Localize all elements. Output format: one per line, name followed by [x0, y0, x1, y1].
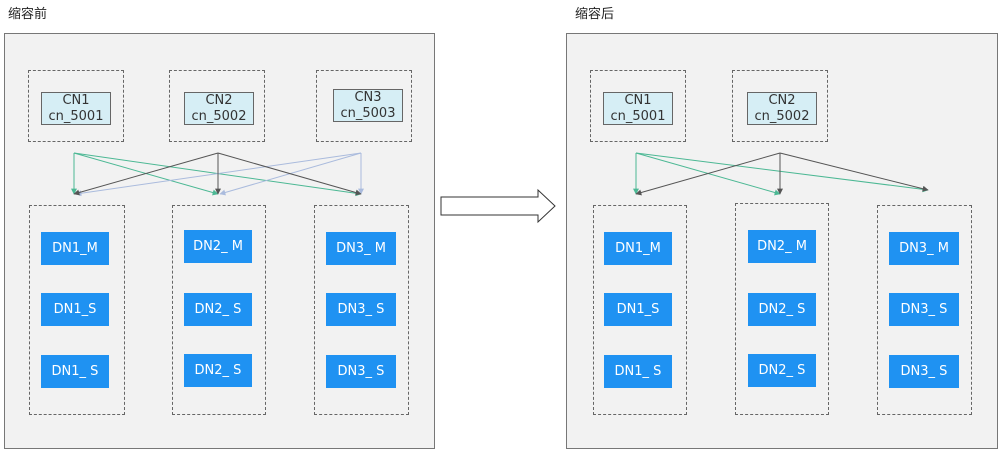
dn-node: DN2_ S	[184, 354, 252, 387]
dn-node: DN2_ M	[748, 230, 816, 263]
dn-node: DN1_S	[604, 293, 672, 326]
after-cn1-group: CN1 cn_5001	[590, 70, 686, 142]
before-cn3-node: CN3 cn_5003	[333, 89, 403, 122]
cn-port: cn_5002	[191, 108, 247, 124]
cn-port: cn_5002	[754, 108, 810, 124]
dn-node: DN1_S	[41, 293, 109, 326]
dn-node: DN3_ M	[889, 232, 959, 265]
cn-name: CN1	[624, 92, 652, 108]
cn-name: CN2	[205, 92, 233, 108]
before-dn3-group: DN3_ M DN3_ S DN3_ S	[314, 205, 409, 415]
dn-node: DN1_M	[41, 232, 109, 265]
cn-name: CN3	[354, 89, 382, 105]
dn-node: DN3_ S	[326, 293, 396, 326]
transition-arrow	[440, 188, 556, 224]
dn-node: DN3_ S	[326, 355, 396, 388]
before-cn1-group: CN1 cn_5001	[28, 70, 124, 142]
cn-name: CN2	[768, 92, 796, 108]
dn-node: DN3_ M	[326, 232, 396, 265]
before-cn1-node: CN1 cn_5001	[41, 92, 111, 125]
before-dn2-group: DN2_ M DN2_ S DN2_ S	[172, 205, 266, 415]
after-dn2-group: DN2_ M DN2_ S DN2_ S	[735, 203, 829, 415]
dn-node: DN3_ S	[889, 293, 959, 326]
dn-node: DN2_ S	[748, 293, 816, 326]
dn-node: DN1_ S	[604, 355, 672, 388]
after-cn1-node: CN1 cn_5001	[603, 92, 673, 125]
after-dn1-group: DN1_M DN1_S DN1_ S	[593, 205, 687, 415]
before-cn2-wires	[73, 152, 362, 196]
before-cn2-group: CN2 cn_5002	[169, 70, 265, 142]
before-title: 缩容前	[8, 7, 48, 22]
cn-port: cn_5001	[610, 108, 666, 124]
before-dn1-group: DN1_M DN1_S DN1_ S	[29, 205, 125, 415]
after-cn2-wires	[635, 152, 929, 196]
after-title: 缩容后	[575, 7, 615, 22]
dn-node: DN3_ S	[889, 355, 959, 388]
dn-node: DN2_ M	[184, 230, 252, 263]
cn-port: cn_5001	[48, 108, 104, 124]
after-cn1-wires	[633, 152, 929, 196]
cn-port: cn_5003	[340, 105, 396, 121]
dn-node: DN2_ S	[184, 293, 252, 326]
after-cn2-node: CN2 cn_5002	[747, 92, 817, 125]
dn-node: DN1_ S	[41, 355, 109, 388]
before-cn3-group: CN3 cn_5003	[316, 70, 412, 142]
after-dn3-group: DN3_ M DN3_ S DN3_ S	[877, 205, 972, 415]
dn-node: DN2_ S	[748, 354, 816, 387]
before-cn2-node: CN2 cn_5002	[184, 92, 254, 125]
dn-node: DN1_M	[604, 232, 672, 265]
cn-name: CN1	[62, 92, 90, 108]
after-cn2-group: CN2 cn_5002	[732, 70, 828, 142]
